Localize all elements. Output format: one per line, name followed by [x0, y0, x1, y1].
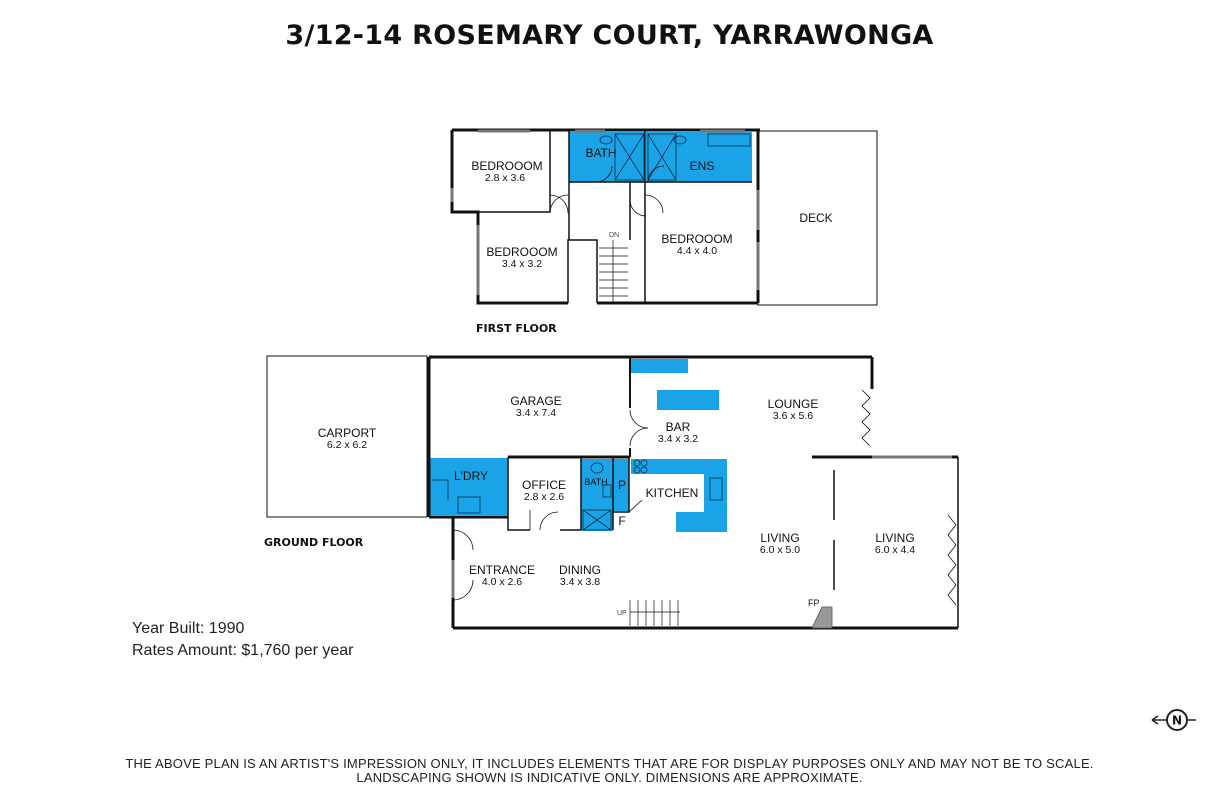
page-title: 3/12-14 ROSEMARY COURT, YARRAWONGA	[285, 20, 934, 51]
carport-outline	[266, 355, 428, 518]
room-name: BEDROOOM	[471, 159, 542, 173]
floor-label: FIRST FLOOR	[476, 322, 557, 335]
year-built: Year Built: 1990	[132, 620, 245, 637]
floor-label: GROUND FLOOR	[264, 536, 364, 549]
room-dims: 6.2 x 6.2	[327, 439, 367, 451]
room-name: BATH	[584, 477, 607, 487]
room-dims: 2.8 x 2.6	[524, 491, 564, 503]
disclaimer-line-1: THE ABOVE PLAN IS AN ARTIST'S IMPRESSION…	[125, 756, 1094, 771]
room-name: BEDROOOM	[486, 245, 557, 259]
room-name: BAR	[666, 420, 691, 434]
first-floor-bath-fill	[569, 132, 645, 182]
room-dims: 3.4 x 7.4	[516, 407, 556, 419]
bar-bench-island	[657, 390, 719, 410]
kitchen-bench	[631, 459, 727, 532]
pantry-fill	[613, 459, 629, 511]
room-name: KITCHEN	[646, 486, 699, 500]
room-name: OFFICE	[522, 478, 566, 492]
room-name: L'DRY	[454, 469, 488, 483]
disclaimer-line-2: LANDSCAPING SHOWN IS INDICATIVE ONLY. DI…	[356, 770, 863, 785]
room-name: F	[618, 514, 625, 528]
room-dims: 3.6 x 5.6	[773, 410, 813, 422]
room-dims: 2.8 x 3.6	[485, 172, 525, 184]
room-name: LIVING	[760, 531, 799, 545]
room-name: ENTRANCE	[469, 563, 535, 577]
room-name: BATH	[585, 146, 616, 160]
room-name: GARAGE	[510, 394, 561, 408]
ground-floor: CARPORT 6.2 x 6.2 GARAGE 3.4 x 7.4 BAR 3…	[264, 355, 959, 630]
rates-amount: Rates Amount: $1,760 per year	[132, 642, 354, 659]
room-name: CARPORT	[318, 426, 377, 440]
room-dims: 3.4 x 3.2	[658, 433, 698, 445]
room-dims: 3.4 x 3.2	[502, 258, 542, 270]
room-dims: 6.0 x 5.0	[760, 544, 800, 556]
first-floor: BEDROOOM 2.8 x 3.6 BATH ENS BEDROOOM 3.4…	[450, 128, 878, 335]
room-name: P	[618, 478, 626, 492]
bar-bench-top	[631, 359, 688, 373]
compass-label: N	[1172, 714, 1182, 728]
stair-label: UP	[617, 610, 627, 617]
room-name: LOUNGE	[768, 397, 819, 411]
room-name: DECK	[799, 211, 832, 225]
room-name: DINING	[559, 563, 601, 577]
room-dims: 3.4 x 3.8	[560, 576, 600, 588]
room-dims: 4.4 x 4.0	[677, 245, 717, 257]
bath-fill	[581, 459, 613, 531]
stair-label: DN	[609, 232, 619, 239]
room-name: BEDROOOM	[661, 232, 732, 246]
room-dims: 4.0 x 2.6	[482, 576, 522, 588]
laundry-fill	[429, 458, 508, 515]
room-dims: 6.0 x 4.4	[875, 544, 915, 556]
room-name: LIVING	[875, 531, 914, 545]
north-arrow-icon: N	[1151, 709, 1196, 731]
room-name: ENS	[690, 159, 715, 173]
first-floor-ensuite-fill	[646, 132, 752, 182]
fireplace-shape	[811, 606, 833, 629]
fireplace-label: FP	[808, 598, 820, 608]
